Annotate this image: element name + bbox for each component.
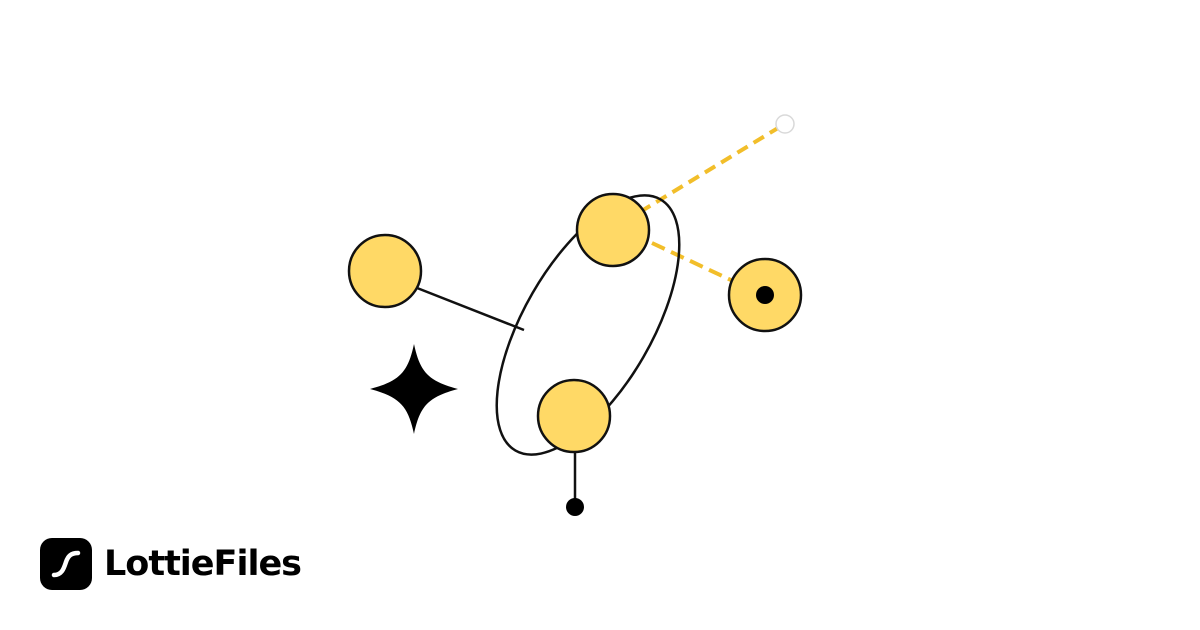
lottie-logo-icon — [40, 538, 92, 590]
bottom-node-circle — [536, 378, 612, 454]
sparkle-icon — [370, 344, 458, 434]
target-center-dot — [756, 286, 774, 304]
dashed-connector-lower — [651, 241, 736, 284]
brand-name: LottieFiles — [104, 543, 302, 584]
orbit-ring-icon — [495, 194, 681, 456]
left-node-circle — [347, 233, 423, 309]
dashed-connector-upper — [638, 126, 780, 214]
top-node-circle — [575, 192, 651, 268]
anchor-dot-icon — [566, 498, 584, 516]
brand-lockup[interactable]: LottieFiles — [40, 538, 302, 590]
ghost-endpoint-icon — [775, 114, 795, 134]
left-node-connector — [411, 284, 525, 332]
